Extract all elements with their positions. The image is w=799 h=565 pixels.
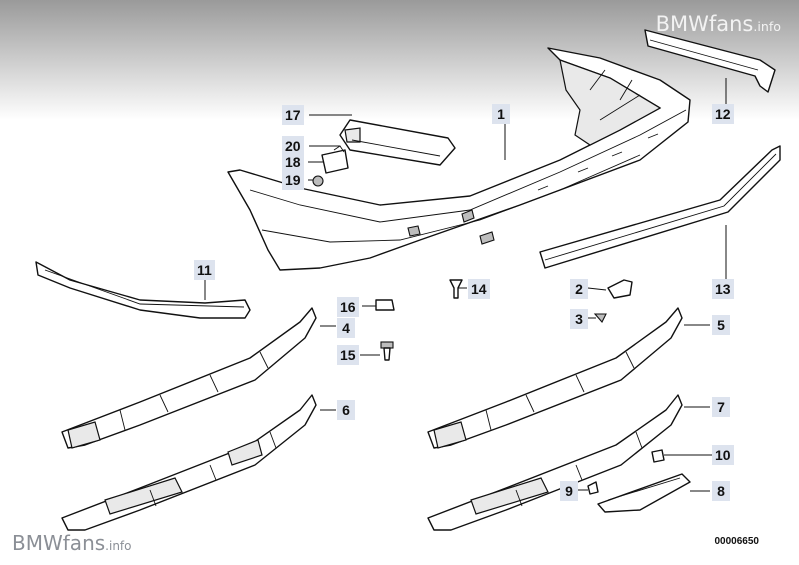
document-number: 00006650 [714, 536, 760, 547]
screw-part-15 [380, 341, 394, 361]
clip-part-14 [449, 279, 463, 299]
callout-14[interactable]: 14 [468, 279, 490, 299]
rear-bumper-part [227, 47, 691, 271]
callout-13[interactable]: 13 [712, 279, 734, 299]
callout-2[interactable]: 2 [570, 279, 588, 299]
callout-8[interactable]: 8 [712, 481, 730, 501]
callout-17[interactable]: 17 [282, 105, 304, 125]
skirt-part-4 [61, 307, 317, 449]
skirt-part-6 [61, 394, 317, 531]
callout-11[interactable]: 11 [194, 260, 215, 280]
moulding-part [539, 145, 781, 269]
trim-strip-right-part [644, 29, 776, 93]
callout-19[interactable]: 19 [282, 170, 304, 190]
callout-18[interactable]: 18 [282, 152, 304, 172]
callout-6[interactable]: 6 [337, 400, 355, 420]
clip-part-10 [651, 449, 665, 463]
clip-part-9 [587, 481, 599, 495]
skirt-part-5 [427, 307, 683, 449]
skirt-part-7 [427, 394, 683, 531]
bracket-part [339, 119, 456, 166]
callout-10[interactable]: 10 [712, 445, 734, 465]
clip-part-3 [593, 313, 607, 323]
callout-12[interactable]: 12 [712, 104, 734, 124]
callout-3[interactable]: 3 [570, 309, 588, 329]
callout-4[interactable]: 4 [337, 318, 355, 338]
callout-9[interactable]: 9 [560, 481, 578, 501]
callout-5[interactable]: 5 [712, 315, 730, 335]
callout-7[interactable]: 7 [712, 397, 730, 417]
clip-part-2 [607, 279, 633, 299]
nut-part-16 [375, 299, 395, 311]
trim-strip-left-part [35, 261, 251, 319]
watermark-top: BMWfans.info [655, 12, 781, 36]
leader-lines [204, 78, 727, 492]
small-bracket-part [312, 145, 349, 187]
callout-20[interactable]: 20 [282, 136, 304, 156]
watermark-bottom: BMWfans.info [12, 531, 132, 555]
cover-part-8 [597, 473, 691, 513]
callout-1[interactable]: 1 [492, 104, 510, 124]
callout-15[interactable]: 15 [337, 345, 359, 365]
callout-16[interactable]: 16 [337, 297, 359, 317]
